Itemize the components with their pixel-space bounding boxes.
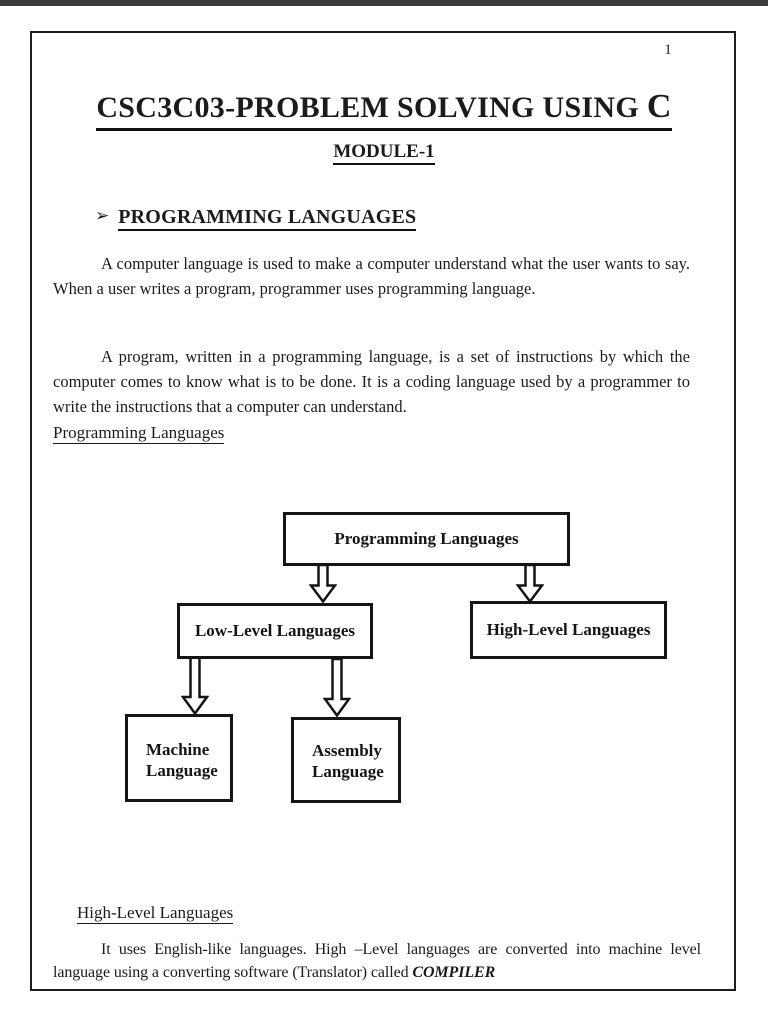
document-title: CSC3C03-PROBLEM SOLVING USING C: [0, 88, 768, 131]
section-heading: ➢ PROGRAMMING LANGUAGES: [95, 206, 417, 231]
diagram-caption: Programming Languages: [53, 423, 225, 444]
diagram-box-programming-languages: Programming Languages: [283, 512, 570, 566]
diagram-box-machine-language: Machine Language: [125, 714, 233, 802]
down-block-arrow-icon: [323, 659, 351, 717]
high-level-languages-heading: High-Level Languages: [77, 903, 234, 924]
paragraph-high-level-text: It uses English-like languages. High –Le…: [53, 941, 701, 981]
diagram-box-low-level-languages: Low-Level Languages: [177, 603, 373, 659]
down-block-arrow-icon: [516, 565, 544, 603]
paragraph-computer-language: A computer language is used to make a co…: [53, 254, 690, 298]
diagram-box-high-level-languages: High-Level Languages: [470, 601, 667, 659]
down-block-arrow-icon: [181, 657, 209, 715]
arrow-bullet-icon: ➢: [95, 206, 110, 225]
diagram-box-assembly-language: Assembly Language: [291, 717, 401, 803]
paragraph-program-definition: A program, written in a programming lang…: [53, 347, 690, 416]
page-number: 1: [664, 42, 672, 58]
document-title-text: CSC3C03-PROBLEM SOLVING USING: [96, 91, 647, 124]
viewer-top-band: [0, 0, 768, 6]
section-heading-text: PROGRAMMING LANGUAGES: [118, 206, 417, 231]
paragraph-high-level-languages: It uses English-like languages. High –Le…: [53, 938, 701, 984]
module-heading: MODULE-1: [0, 141, 768, 165]
document-title-terminal-letter: C: [646, 88, 672, 125]
page-border: [30, 31, 736, 991]
down-block-arrow-icon: [309, 565, 337, 603]
compiler-emphasis: COMPILER: [412, 964, 496, 981]
